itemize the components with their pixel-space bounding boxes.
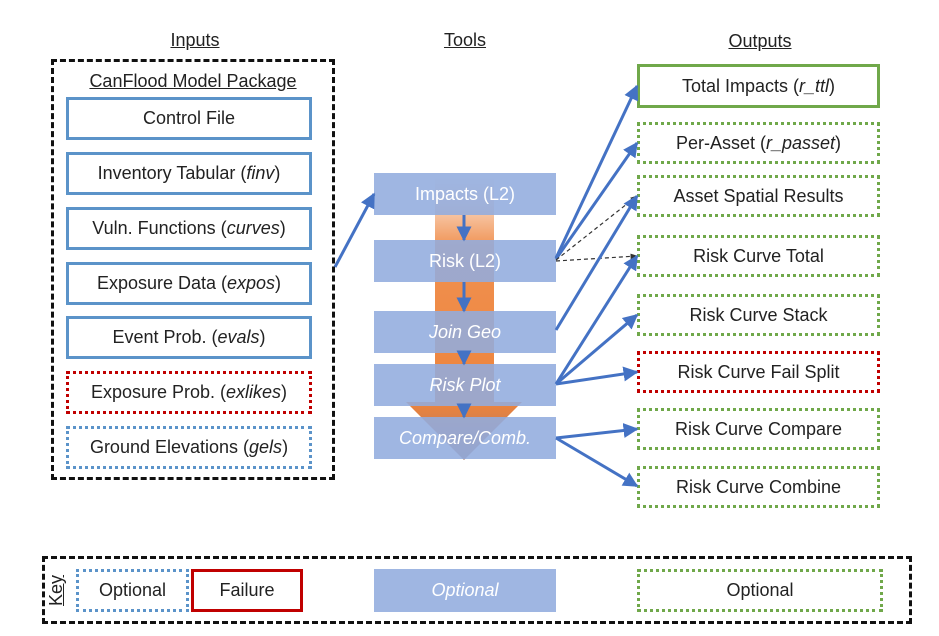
arrow-riskplot-to-risk-curve-stack xyxy=(555,313,639,386)
tool-risk-plot: Risk Plot xyxy=(374,364,556,406)
input-event-prob: Event Prob. (evals) xyxy=(66,316,312,359)
arrow-riskplot-to-risk-curve-total xyxy=(554,254,639,385)
arrow-compare-to-risk-curve-combine xyxy=(555,436,639,488)
input-control-file: Control File xyxy=(66,97,312,140)
arrow-compare-to-risk-curve-compare xyxy=(555,423,639,440)
key-optional-output: Optional xyxy=(637,569,883,612)
output-risk-curve-stack: Risk Curve Stack xyxy=(637,294,880,336)
tool-risk-l2: Risk (L2) xyxy=(374,240,556,282)
arrow-package-to-impacts xyxy=(333,192,376,268)
output-risk-curve-combine: Risk Curve Combine xyxy=(637,466,880,508)
arrow-joingeo-to-asset-spatial xyxy=(554,194,639,331)
key-failure: Failure xyxy=(191,569,303,612)
outputs-header: Outputs xyxy=(728,31,792,51)
key-optional-input: Optional xyxy=(76,569,189,612)
input-exposure-data: Exposure Data (expos) xyxy=(66,262,312,305)
input-inventory-tabular: Inventory Tabular (finv) xyxy=(66,152,312,195)
output-total-impacts: Total Impacts (r_ttl) xyxy=(637,64,880,108)
input-vuln-functions: Vuln. Functions (curves) xyxy=(66,207,312,250)
output-risk-curve-total: Risk Curve Total xyxy=(637,235,880,277)
input-exposure-prob: Exposure Prob. (exlikes) xyxy=(66,371,312,414)
tool-impacts-l2: Impacts (L2) xyxy=(374,173,556,215)
output-per-asset: Per-Asset (r_passet) xyxy=(637,122,880,164)
model-package-frame xyxy=(51,59,335,480)
output-risk-curve-fail-split: Risk Curve Fail Split xyxy=(637,351,880,393)
model-package-title: CanFlood Model Package xyxy=(89,71,297,91)
key-frame xyxy=(42,556,912,624)
arrow-risk-to-asset-spatial xyxy=(555,195,638,261)
arrow-riskplot-to-fail-split xyxy=(555,366,639,386)
key-optional-tool: Optional xyxy=(374,569,556,612)
tools-header: Tools xyxy=(443,30,487,50)
inputs-header: Inputs xyxy=(170,30,220,50)
tool-join-geo: Join Geo xyxy=(374,311,556,353)
output-asset-spatial: Asset Spatial Results xyxy=(637,175,880,217)
arrow-risk-to-total-impacts xyxy=(554,84,639,259)
output-risk-curve-compare: Risk Curve Compare xyxy=(637,408,880,450)
input-ground-elevations: Ground Elevations (gels) xyxy=(66,426,312,469)
tool-compare-comb: Compare/Comb. xyxy=(374,417,556,459)
arrow-risk-to-per-asset xyxy=(554,141,639,260)
